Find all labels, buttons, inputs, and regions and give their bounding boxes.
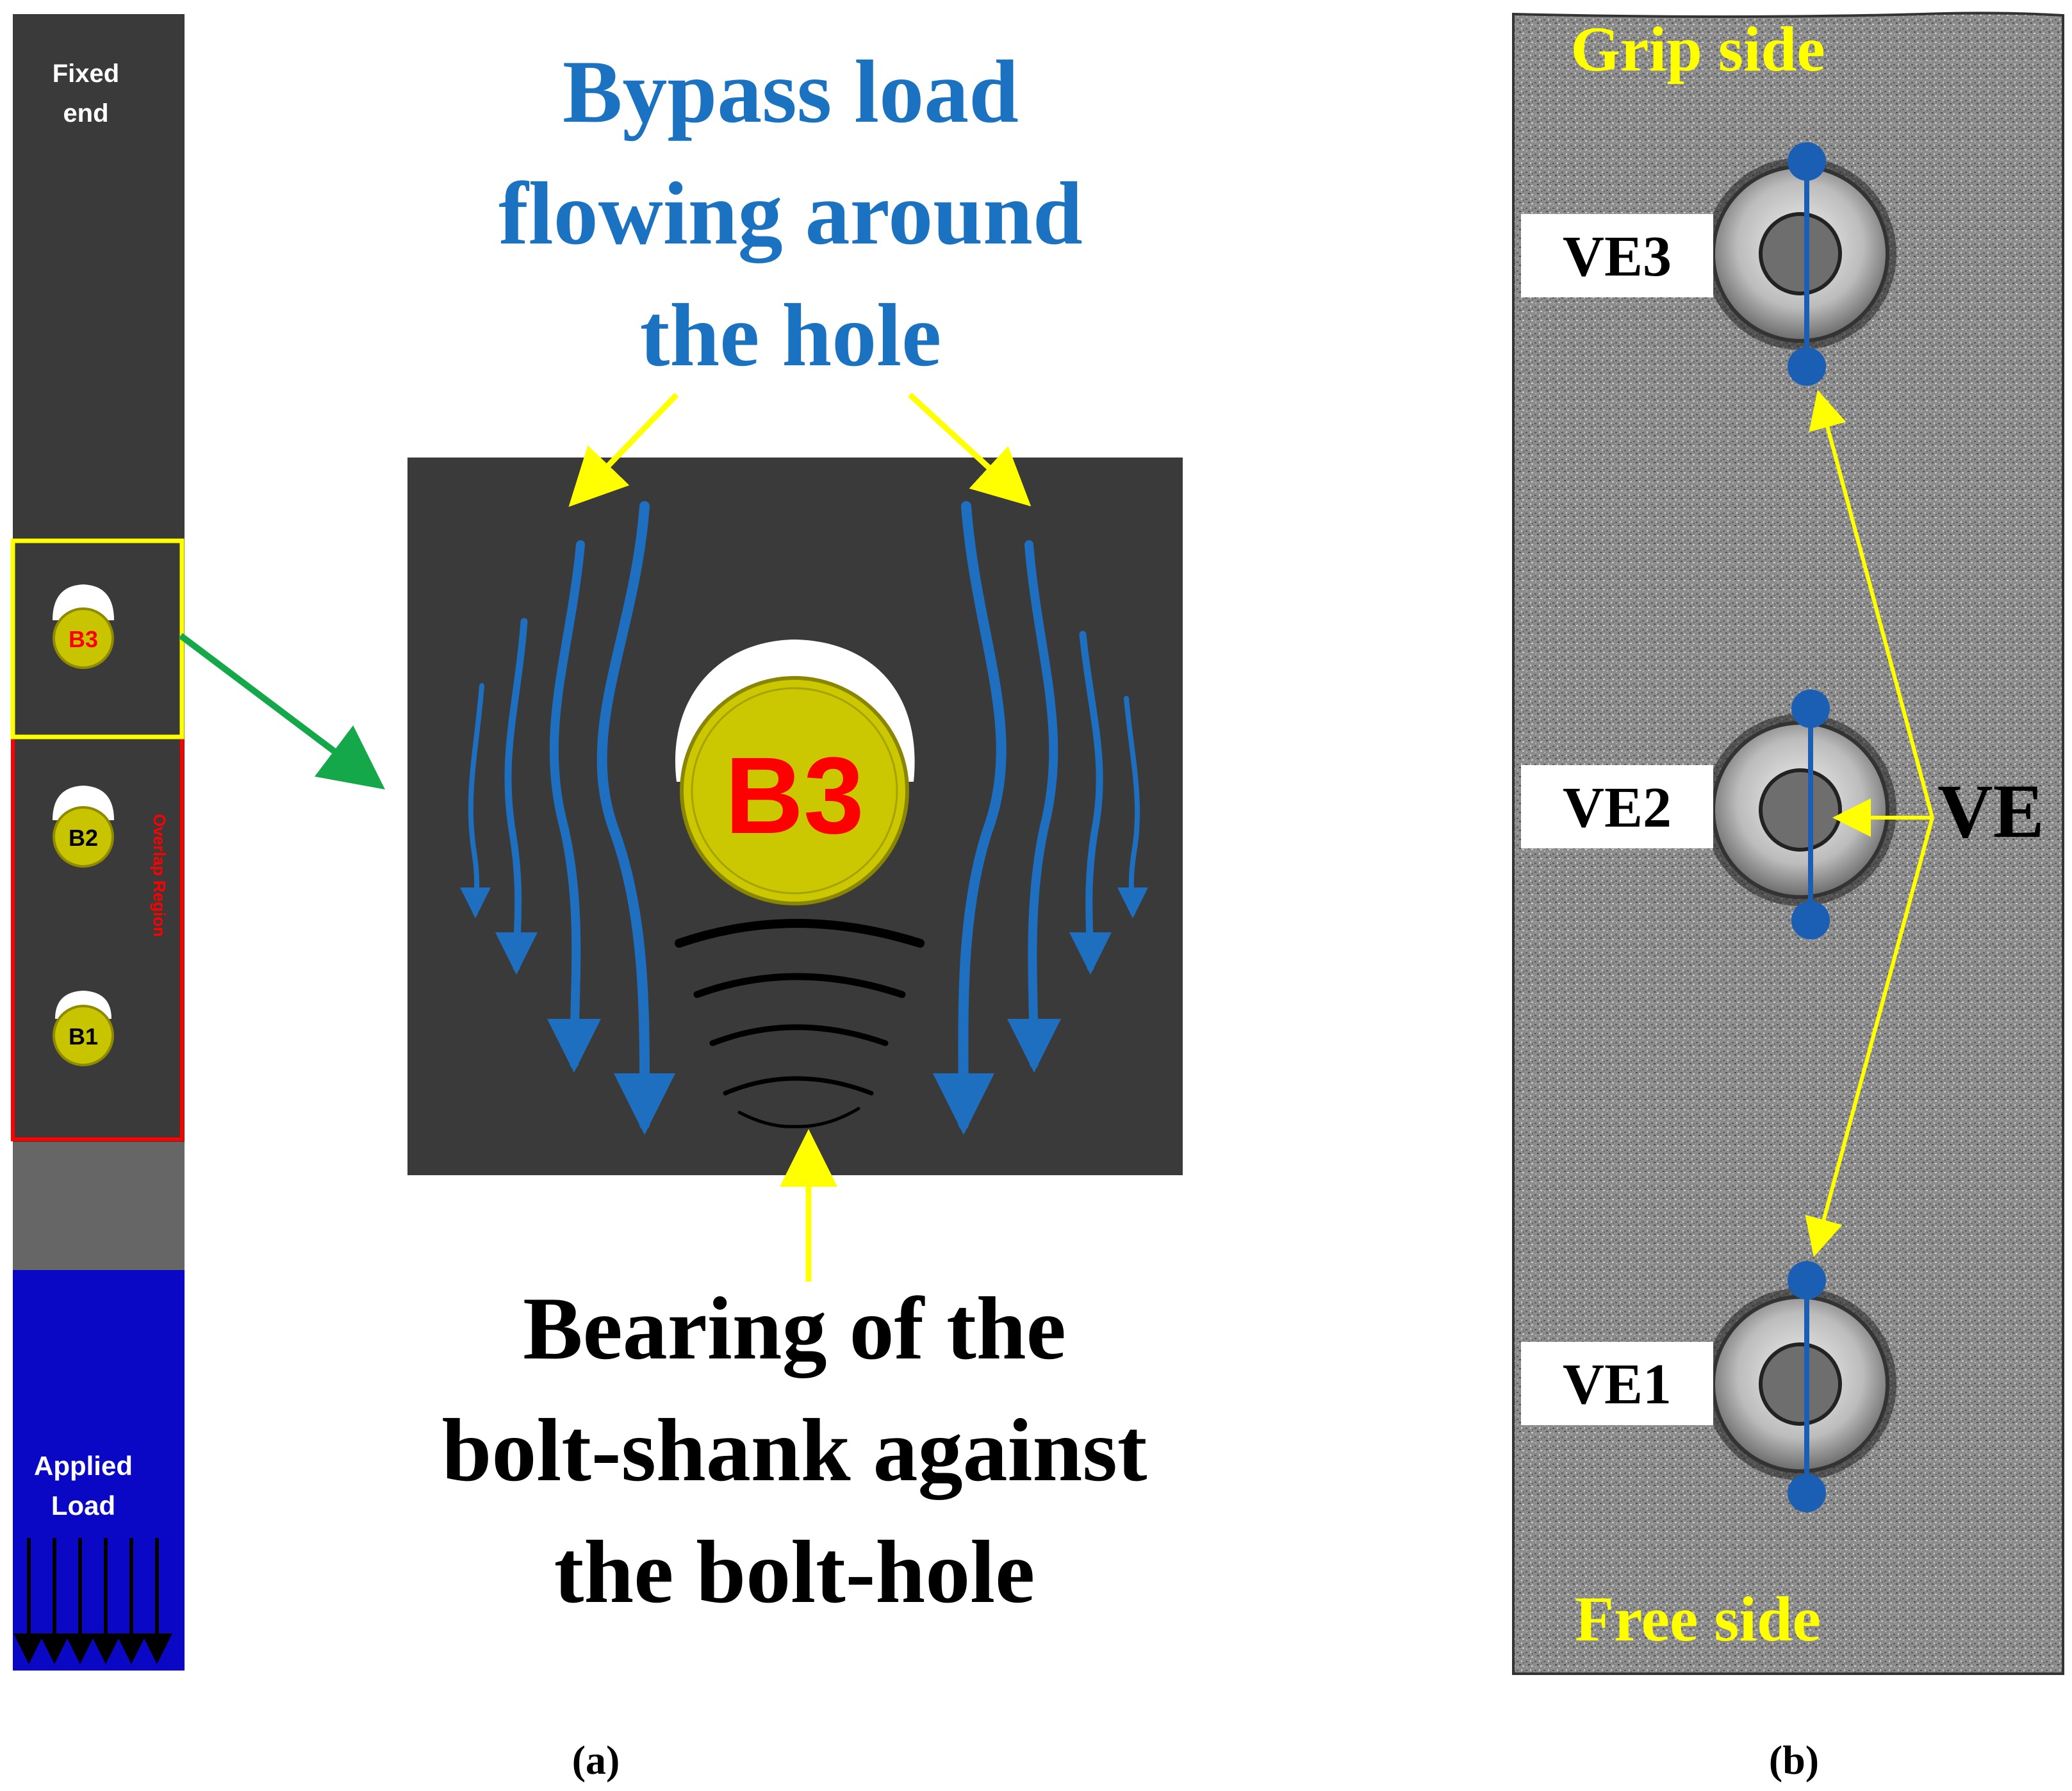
photo-panel: Grip side Free side VE3 VE2 — [1512, 12, 2064, 1675]
bypass-title-2: flowing around — [498, 164, 1083, 263]
bearing-title-1: Bearing of the — [523, 1279, 1066, 1378]
bypass-title-3: the hole — [640, 286, 942, 385]
detail-bolt-b3-label: B3 — [725, 735, 864, 857]
applied-load-label: Applied — [34, 1451, 133, 1481]
specimen-strip: Fixed end Overlap Region B3 B2 B1 Applie… — [10, 14, 185, 1671]
fixed-end-label: Fixed — [53, 60, 119, 88]
ve3-label: VE3 — [1563, 225, 1672, 288]
bearing-title-3: the bolt-hole — [554, 1523, 1035, 1622]
strip-bolt-b3: B3 — [53, 584, 114, 669]
overlap-region-label: Overlap Region — [150, 814, 169, 937]
overlap-region-outline — [11, 737, 184, 1141]
fastener-ve1: VE1 — [1521, 1261, 1896, 1512]
bypass-pointer-left — [568, 392, 679, 507]
strip-grey-section — [13, 1142, 185, 1270]
ve1-label: VE1 — [1563, 1353, 1672, 1416]
fastener-ve2: VE2 — [1521, 689, 1896, 939]
bypass-pointer-right — [907, 392, 1032, 507]
detail-bolt-b3: B3 — [675, 640, 915, 905]
applied-load-label-2: Load — [51, 1490, 115, 1521]
detail-view: Bypass load flowing around the hole B3 — [407, 42, 1183, 1622]
zoom-arrow — [178, 633, 385, 790]
free-side-label: Free side — [1575, 1583, 1821, 1655]
applied-load-arrows — [13, 1538, 172, 1664]
bypass-title-1: Bypass load — [563, 42, 1019, 142]
fastener-ve3: VE3 — [1521, 142, 1896, 386]
bearing-title-2: bolt-shank against — [442, 1401, 1147, 1500]
ve2-label: VE2 — [1563, 776, 1672, 839]
strip-bolt-b3-label: B3 — [69, 626, 98, 652]
ve-pointer-arrows — [1805, 390, 1934, 1257]
ve-pointer-label: VE — [1937, 768, 2044, 854]
grip-side-label: Grip side — [1570, 13, 1825, 85]
bypass-flow-lines — [460, 501, 1148, 1135]
bearing-arcs — [675, 919, 925, 1128]
strip-bolt-b1: B1 — [53, 991, 114, 1066]
strip-bolt-b2: B2 — [53, 786, 114, 868]
caption-b: (b) — [1769, 1737, 1819, 1783]
strip-bolt-b1-label: B1 — [69, 1023, 98, 1050]
fixed-end-label-2: end — [63, 99, 108, 128]
strip-bolt-b2-label: B2 — [69, 825, 98, 851]
strip-body — [13, 14, 185, 1142]
caption-a: (a) — [572, 1737, 620, 1783]
